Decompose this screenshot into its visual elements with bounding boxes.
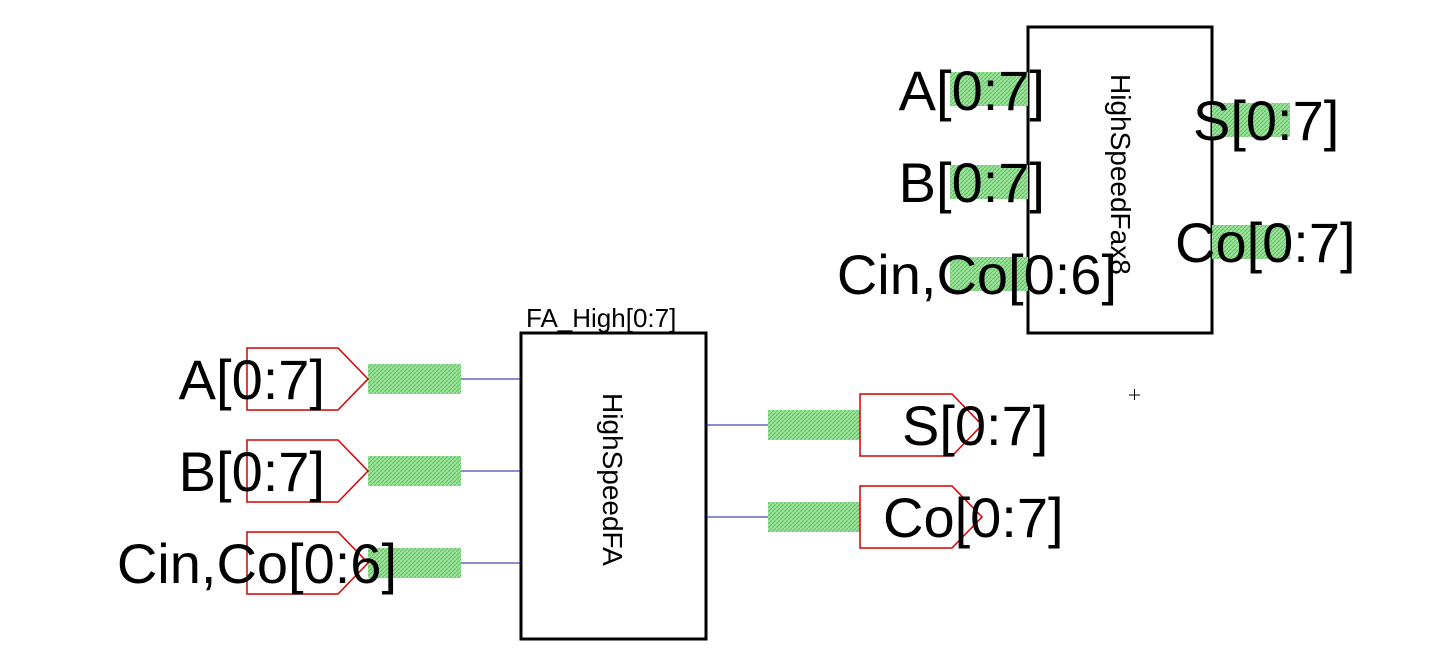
symbol-pin-cin-marker[interactable] <box>950 257 1028 291</box>
pin-stub-a[interactable] <box>368 364 461 394</box>
crosshair-icon <box>1129 389 1140 400</box>
symbol-pin-s-label: S[0:7] <box>1193 89 1339 152</box>
symbol-pin-a-label: A[0:7] <box>899 59 1045 122</box>
pin-stub-cin[interactable] <box>368 548 461 578</box>
symbol-pin-s-marker[interactable] <box>1212 103 1290 137</box>
input-port-a[interactable] <box>246 347 370 411</box>
pin-stub-b[interactable] <box>368 456 461 486</box>
symbol-pin-a-marker[interactable] <box>950 72 1028 106</box>
instance-fa-high[interactable]: FA_High[0:7] HighSpeedFA A[0:7] B[0:7] C… <box>117 303 1064 641</box>
symbol-pin-b-marker[interactable] <box>950 165 1028 199</box>
instance-name: FA_High[0:7] <box>526 303 676 333</box>
input-port-b[interactable] <box>246 439 370 503</box>
input-port-b-label: B[0:7] <box>179 440 325 503</box>
symbol-pin-cin-label: Cin,Co[0:6] <box>837 243 1117 306</box>
output-port-co-label: Co[0:7] <box>883 486 1064 549</box>
input-port-a-label: A[0:7] <box>179 348 325 411</box>
input-port-cin[interactable] <box>246 531 370 595</box>
instance-body[interactable] <box>519 331 708 641</box>
output-port-s-label: S[0:7] <box>902 394 1048 457</box>
pin-stub-co[interactable] <box>768 502 860 532</box>
symbol-cell-name: HighSpeedFax8 <box>1105 74 1136 275</box>
symbol-pin-co-label: Co[0:7] <box>1175 211 1356 274</box>
output-port-co[interactable] <box>859 485 984 549</box>
symbol-pin-co-marker[interactable] <box>1212 225 1290 259</box>
pin-stub-s[interactable] <box>768 410 860 440</box>
instance-cell-name: HighSpeedFA <box>597 393 628 566</box>
output-port-s[interactable] <box>859 393 984 457</box>
symbol-pin-b-label: B[0:7] <box>899 151 1045 214</box>
symbol-highspeedfax8[interactable]: A[0:7] B[0:7] Cin,Co[0:6] S[0:7] Co[0:7]… <box>837 25 1356 335</box>
input-port-cin-label: Cin,Co[0:6] <box>117 532 397 595</box>
